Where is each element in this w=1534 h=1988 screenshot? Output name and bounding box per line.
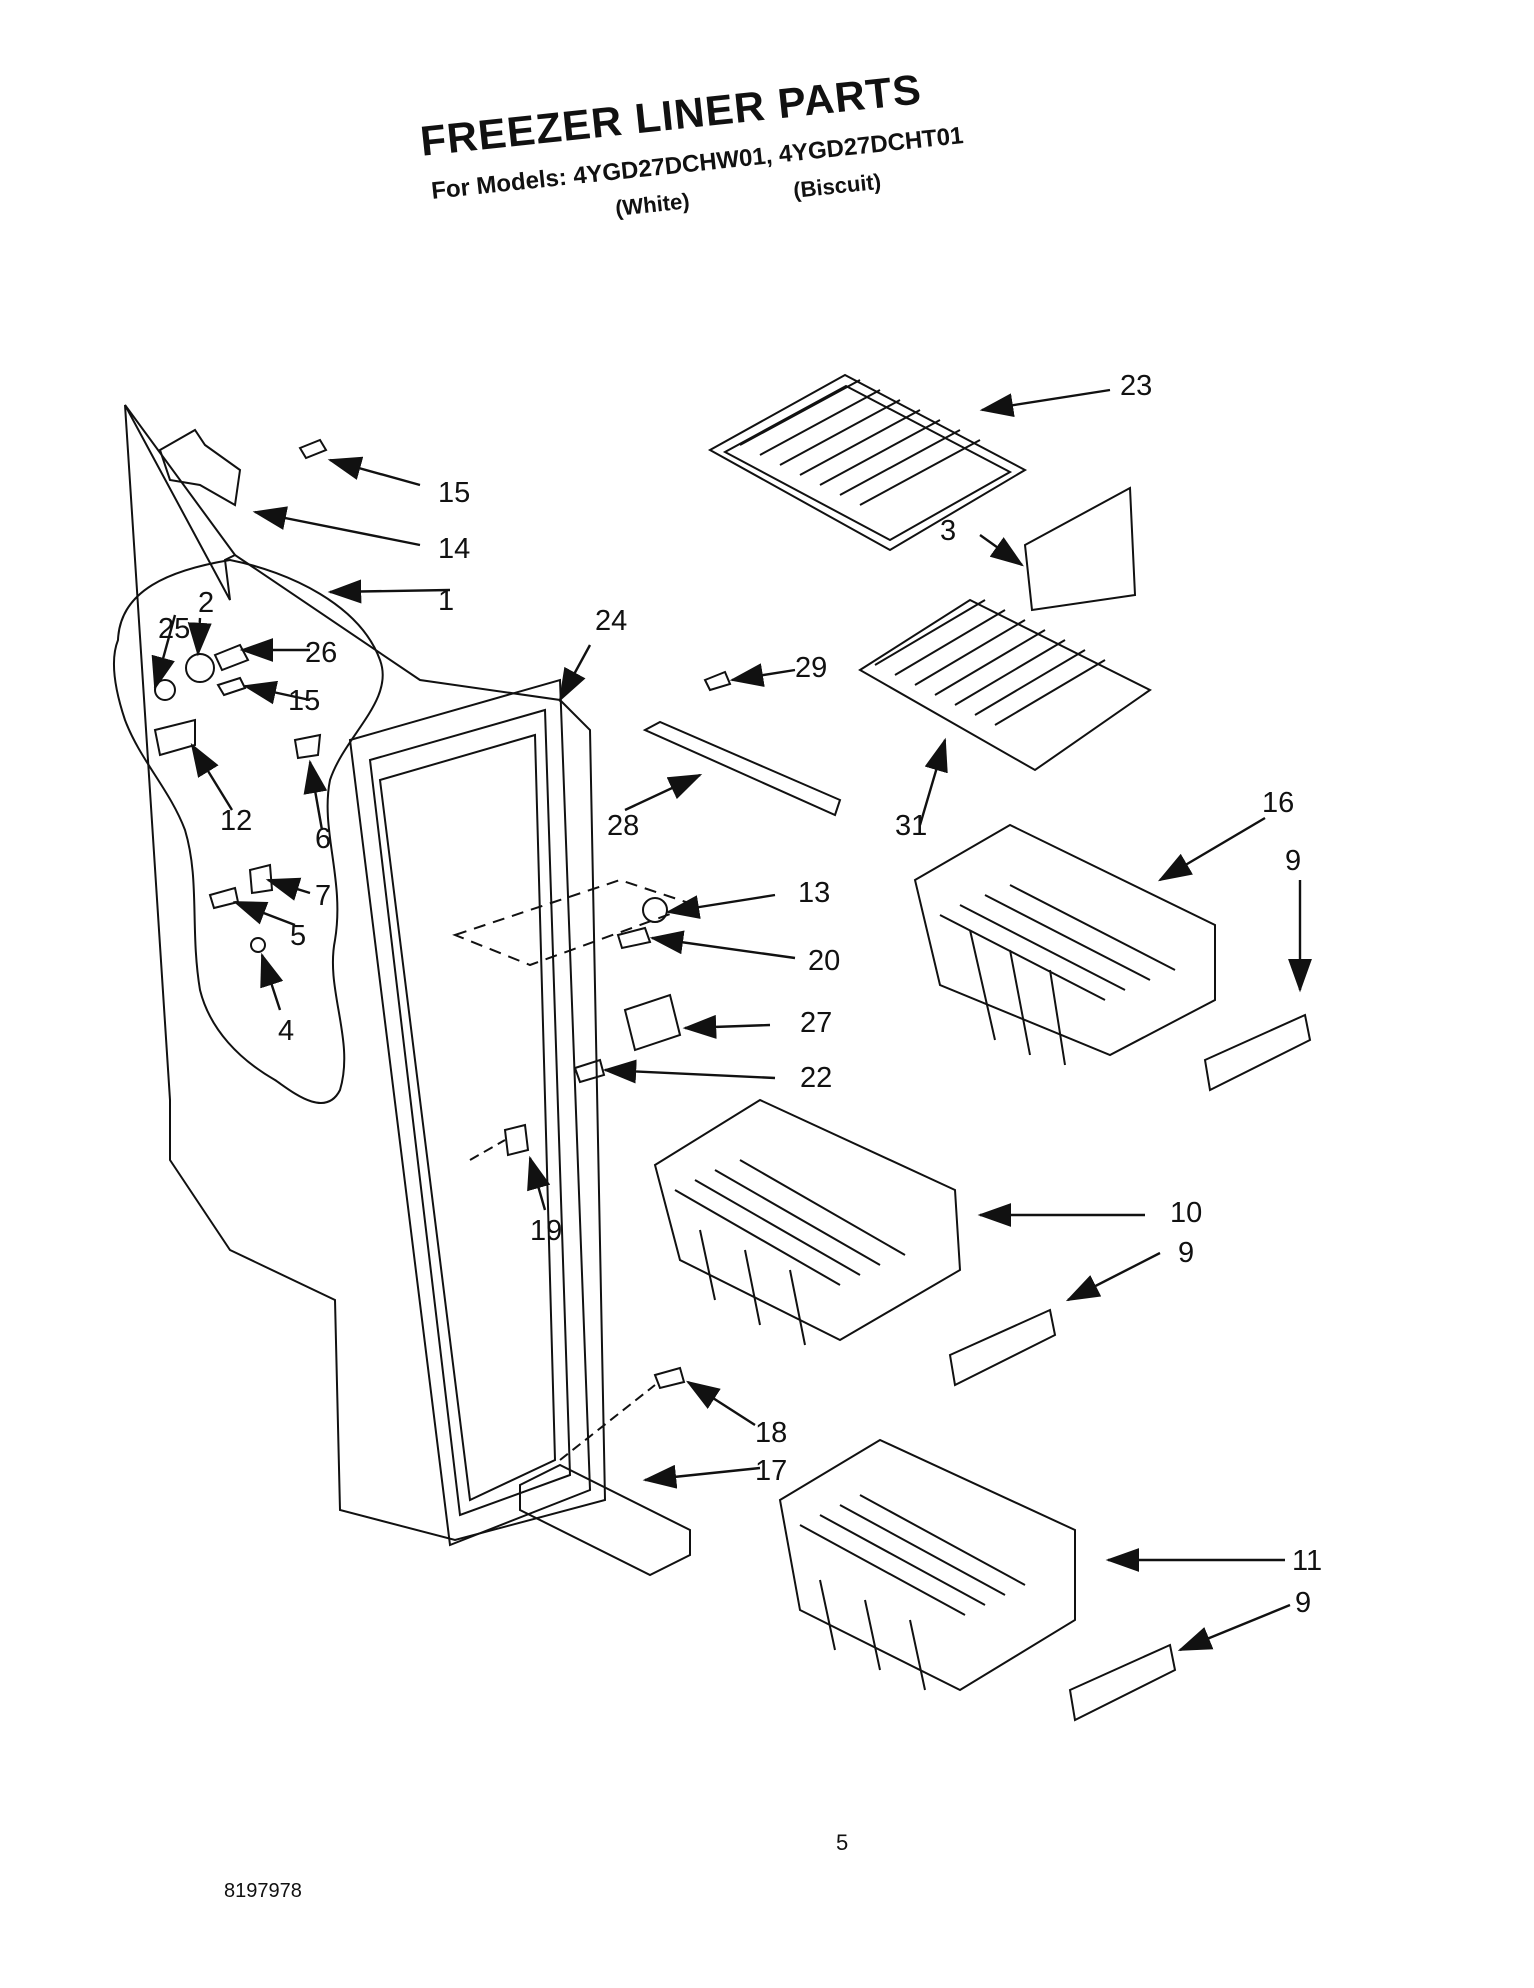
clip-6 [293,733,322,760]
callout-9-bottom: 9 [1295,1587,1311,1619]
callout-12: 12 [220,805,252,837]
callout-15-mid: 15 [288,685,320,717]
callout-18: 18 [755,1417,787,1449]
bulb-25 [154,679,176,701]
callout-9-top: 9 [1285,845,1301,877]
callout-leaders [151,388,1312,1652]
bracket-14 [158,428,242,507]
freezer-liner-shell [124,404,607,1542]
callout-5: 5 [290,920,306,952]
callout-28: 28 [607,810,639,842]
screw-18 [653,1366,686,1390]
bracket-27 [623,993,682,1052]
screw-15-top [298,438,328,460]
callout-11: 11 [1292,1545,1322,1577]
wire-shelf-31 [858,598,1152,772]
callout-13: 13 [798,877,830,909]
page-number: 5 [836,1830,849,1855]
callout-16: 16 [1262,787,1294,819]
damper-19 [503,1123,530,1157]
wire-basket-11 [778,1438,1076,1692]
callout-24: 24 [595,605,627,637]
callout-31: 31 [895,810,927,842]
wire-basket-10 [653,1098,962,1342]
callout-6: 6 [315,823,331,855]
liner-face-frame [348,678,592,1547]
callout-25: 25 [158,613,190,645]
wire-harness [113,558,384,1104]
basket-trim-9-bottom [1068,1643,1177,1722]
callout-7: 7 [315,880,331,912]
callout-17: 17 [755,1455,787,1487]
callout-3: 3 [940,515,956,547]
stud-13 [642,897,668,923]
basket-trim-9-mid [948,1308,1057,1387]
callout-19: 19 [530,1215,562,1247]
callout-27: 27 [800,1007,832,1039]
document-number: 8197978 [224,1880,302,1902]
callout-20: 20 [808,945,840,977]
screw-22 [573,1058,606,1084]
socket-2 [185,653,215,683]
screw-29 [703,670,732,692]
callout-22: 22 [800,1062,832,1094]
callout-4: 4 [278,1015,294,1047]
toe-grille-17 [519,1463,691,1577]
plug-4 [250,937,266,953]
screw-5 [208,886,240,910]
switch-26 [213,643,250,672]
callout-10: 10 [1170,1197,1202,1229]
shelf-rail-28 [642,720,842,817]
callout-23: 23 [1120,370,1152,402]
callout-2: 2 [198,587,214,619]
callout-29: 29 [795,652,827,684]
callout-26: 26 [305,637,337,669]
bracket-12 [153,718,196,757]
glass-shelf-23 [707,373,1028,552]
callout-9-mid: 9 [1178,1237,1194,1269]
callout-labels: 23 3 15 14 1 25 2 26 15 24 29 12 6 28 31… [158,370,1322,1619]
callout-14: 14 [438,533,470,565]
basket-trim-9-top [1203,1013,1312,1092]
callout-1: 1 [438,585,454,617]
shelf-trim-3 [1023,486,1137,612]
screw-15-mid [216,676,247,697]
wire-basket-16 [913,823,1216,1057]
callout-15-top: 15 [438,477,470,509]
shelf-gasket [452,878,699,967]
